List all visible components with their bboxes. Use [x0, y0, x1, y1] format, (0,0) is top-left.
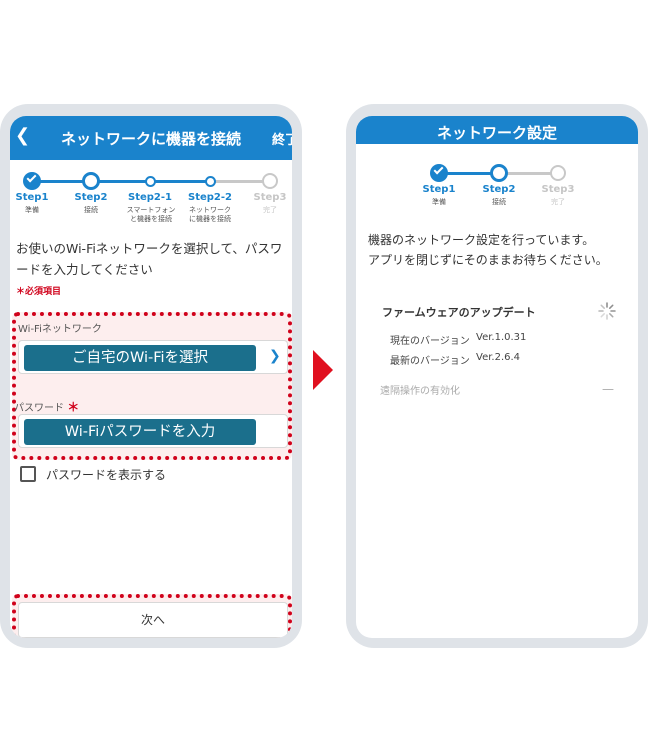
step2-2-label: Step2-2 [188, 192, 232, 203]
stepper-line-future [504, 172, 560, 175]
step3-dot [262, 173, 278, 189]
stepper-line-future [214, 180, 270, 183]
required-star: ＊ [67, 400, 80, 414]
show-password-checkbox[interactable] [20, 466, 36, 482]
required-note: ＊必須項目 [16, 287, 62, 297]
page-title: ネットワーク設定 [436, 124, 557, 142]
stepper: Step1 準備 Step2 接続 Step2-1 スマートフォン と機器を接続… [10, 172, 292, 223]
step1-dot [430, 164, 448, 182]
stepper-line-done [444, 172, 504, 175]
current-version-value: Ver.1.0.31 [476, 332, 527, 343]
left-screen: ❮ ネットワークに機器を接続 終了 Step1 準備 Step2 接続 Step… [10, 116, 292, 638]
step2-1-label: Step2-1 [128, 192, 172, 203]
intro-text: お使いのWi-Fiネットワークを選択して、パスワードを入力してください [16, 241, 283, 277]
step2-sub: 接続 [84, 206, 98, 214]
left-phone-frame: ❮ ネットワークに機器を接続 終了 Step1 準備 Step2 接続 Step… [0, 104, 302, 648]
spinner-icon [598, 302, 616, 320]
arrow-right-icon [313, 350, 333, 390]
chevron-left-icon[interactable]: ❮ [15, 125, 31, 146]
step1-label: Step1 [422, 184, 456, 195]
step2-sub: 接続 [492, 198, 506, 206]
stepper: Step1 準備 Step2 接続 Step3 完了 [356, 164, 638, 214]
progress-message: 機器のネットワーク設定を行っています。 アプリを閉じずにそのままお待ちください。 [368, 230, 634, 270]
step2-dot [490, 164, 508, 182]
stepper-line-done [32, 180, 214, 183]
step1-dot [23, 172, 41, 190]
progress-message-line2: アプリを閉じずにそのままお待ちください。 [368, 253, 608, 267]
chevron-right-icon: ❯ [269, 348, 281, 364]
step3-sub: 完了 [263, 206, 277, 214]
step2-2-sub: ネットワーク に機器を接続 [189, 206, 231, 223]
step1-sub: 準備 [25, 206, 39, 214]
step1-label: Step1 [15, 192, 49, 203]
wifi-network-label: Wi-Fiネットワーク [18, 324, 102, 335]
page-title: ネットワークに機器を接続 [60, 130, 241, 148]
check-icon [26, 172, 37, 183]
step2-1-sub: スマートフォン と機器を接続 [126, 206, 176, 223]
next-button[interactable]: 次へ [18, 602, 288, 638]
app-header: ネットワーク設定 [356, 116, 638, 144]
remote-control-status: — [602, 382, 614, 396]
password-label: パスワード [14, 403, 64, 414]
step3-label: Step3 [541, 184, 575, 195]
step2-1-dot [145, 176, 156, 187]
enter-password-button[interactable]: Wi-Fiパスワードを入力 [24, 419, 256, 445]
step2-label: Step2 [74, 192, 108, 203]
select-wifi-button[interactable]: ご自宅のWi-Fiを選択 [24, 345, 256, 371]
remote-control-label: 遠隔操作の有効化 [380, 386, 460, 397]
right-screen: ネットワーク設定 Step1 準備 Step2 接続 Step3 完了 機器のネ… [356, 116, 638, 638]
check-icon [433, 164, 444, 175]
password-row[interactable]: Wi-Fiパスワードを入力 [18, 414, 288, 448]
step2-label: Step2 [482, 184, 516, 195]
firmware-title: ファームウェアのアップデート [382, 306, 536, 319]
wifi-network-row[interactable]: ご自宅のWi-Fiを選択 ❯ [18, 340, 288, 374]
next-button-highlight: 次へ [12, 594, 292, 638]
password-label-row: パスワード ＊ [14, 398, 79, 415]
step3-sub: 完了 [551, 198, 565, 206]
progress-message-line1: 機器のネットワーク設定を行っています。 [368, 233, 595, 247]
show-password-label: パスワードを表示する [46, 468, 167, 482]
step3-label: Step3 [253, 192, 287, 203]
step1-sub: 準備 [432, 198, 446, 206]
step2-dot [82, 172, 100, 190]
current-version-label: 現在のバージョン [390, 336, 470, 347]
finish-button[interactable]: 終了 [271, 133, 292, 148]
wifi-form-highlight: Wi-Fiネットワーク ご自宅のWi-Fiを選択 ❯ パスワード ＊ Wi-Fi… [12, 312, 292, 460]
latest-version-label: 最新のバージョン [390, 356, 470, 367]
step3-dot [550, 165, 566, 181]
step2-2-dot [205, 176, 216, 187]
app-header: ❮ ネットワークに機器を接続 終了 [10, 116, 292, 160]
latest-version-value: Ver.2.6.4 [476, 352, 521, 363]
right-phone-frame: ネットワーク設定 Step1 準備 Step2 接続 Step3 完了 機器のネ… [346, 104, 648, 648]
